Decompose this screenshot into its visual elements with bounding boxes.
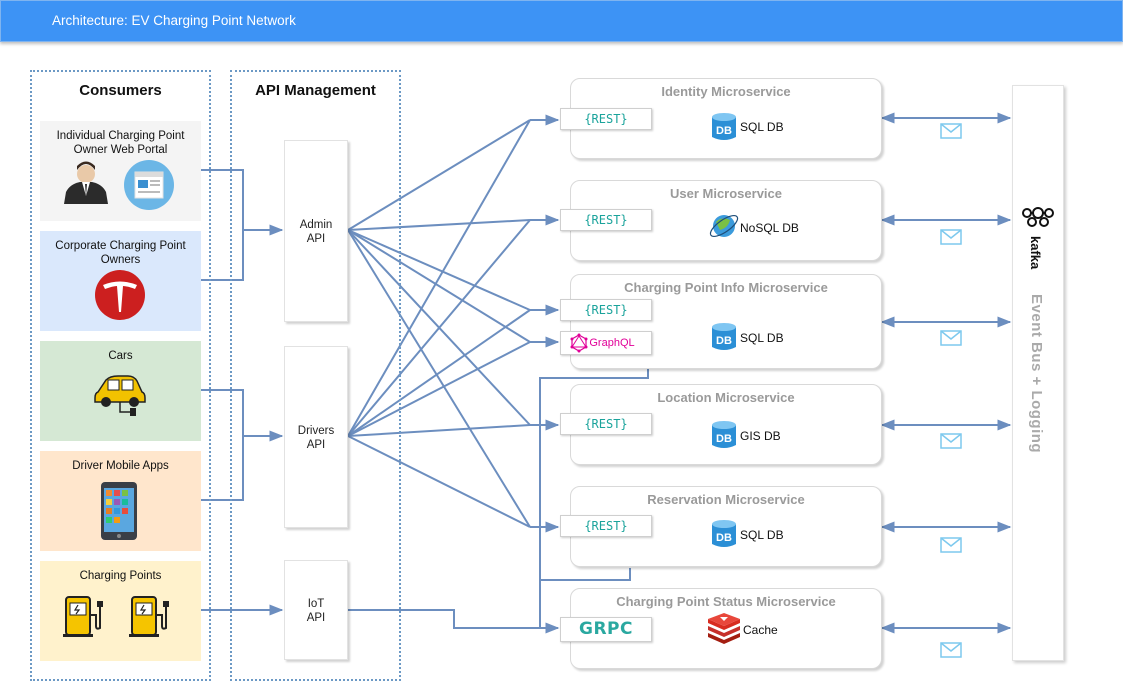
consumer-label: Driver Mobile Apps xyxy=(72,460,169,472)
consumer-label: Corporate Charging Point Owners xyxy=(55,240,186,266)
api-label-line2: API xyxy=(306,612,326,624)
api-management-column xyxy=(230,70,401,681)
api-management-title: API Management xyxy=(255,82,376,99)
graphql-badge: GraphQL xyxy=(560,331,652,355)
consumer-label: Charging Points xyxy=(79,570,162,582)
db-label: GIS DB xyxy=(740,429,781,443)
rest-badge: {REST} xyxy=(560,108,652,130)
api-label-line1: Admin xyxy=(299,219,333,231)
rest-badge: {REST} xyxy=(560,299,652,321)
db-label: SQL DB xyxy=(740,331,784,345)
consumer-label: Individual Charging Point Owner Web Port… xyxy=(56,130,185,156)
consumer-label: Cars xyxy=(108,350,133,362)
drivers-api: Drivers API xyxy=(284,346,348,528)
api-label-line1: Drivers xyxy=(297,425,335,437)
service-title: User Microservice xyxy=(669,186,782,201)
service-title: Charging Point Status Microservice xyxy=(616,594,836,609)
api-label-line2: API xyxy=(306,233,326,245)
rest-badge: {REST} xyxy=(560,209,652,231)
api-label-line1: IoT xyxy=(307,598,325,610)
diagram-header xyxy=(0,0,1123,42)
diagram-title: Architecture: EV Charging Point Network xyxy=(52,13,296,28)
db-label: Cache xyxy=(743,623,778,637)
rest-badge: {REST} xyxy=(560,515,652,537)
consumers-title: Consumers xyxy=(79,82,162,99)
consumer-corporate-owners: Corporate Charging Point Owners xyxy=(40,231,201,331)
service-title: Identity Microservice xyxy=(661,84,791,99)
consumer-cars: Cars xyxy=(40,341,201,441)
service-title: Location Microservice xyxy=(657,390,795,405)
kafka-wordmark: kafka xyxy=(1028,236,1043,270)
service-title: Charging Point Info Microservice xyxy=(624,280,828,295)
db-label: SQL DB xyxy=(740,120,784,134)
consumers-column xyxy=(30,70,211,681)
event-bus xyxy=(1012,85,1064,661)
service-title: Reservation Microservice xyxy=(647,492,805,507)
rest-badge: {REST} xyxy=(560,413,652,435)
api-label-line2: API xyxy=(306,439,326,451)
consumer-driver-apps: Driver Mobile Apps xyxy=(40,451,201,551)
admin-api: Admin API xyxy=(284,140,348,322)
db-label: SQL DB xyxy=(740,528,784,542)
iot-api: IoT API xyxy=(284,560,348,660)
event-bus-label: Event Bus + Logging xyxy=(1028,294,1045,454)
consumer-individual-owners: Individual Charging Point Owner Web Port… xyxy=(40,121,201,221)
db-label: NoSQL DB xyxy=(740,221,799,235)
graphql-label: GraphQL xyxy=(589,337,635,349)
consumer-charging-points: Charging Points xyxy=(40,561,201,661)
grpc-badge: GRPC xyxy=(560,617,652,642)
